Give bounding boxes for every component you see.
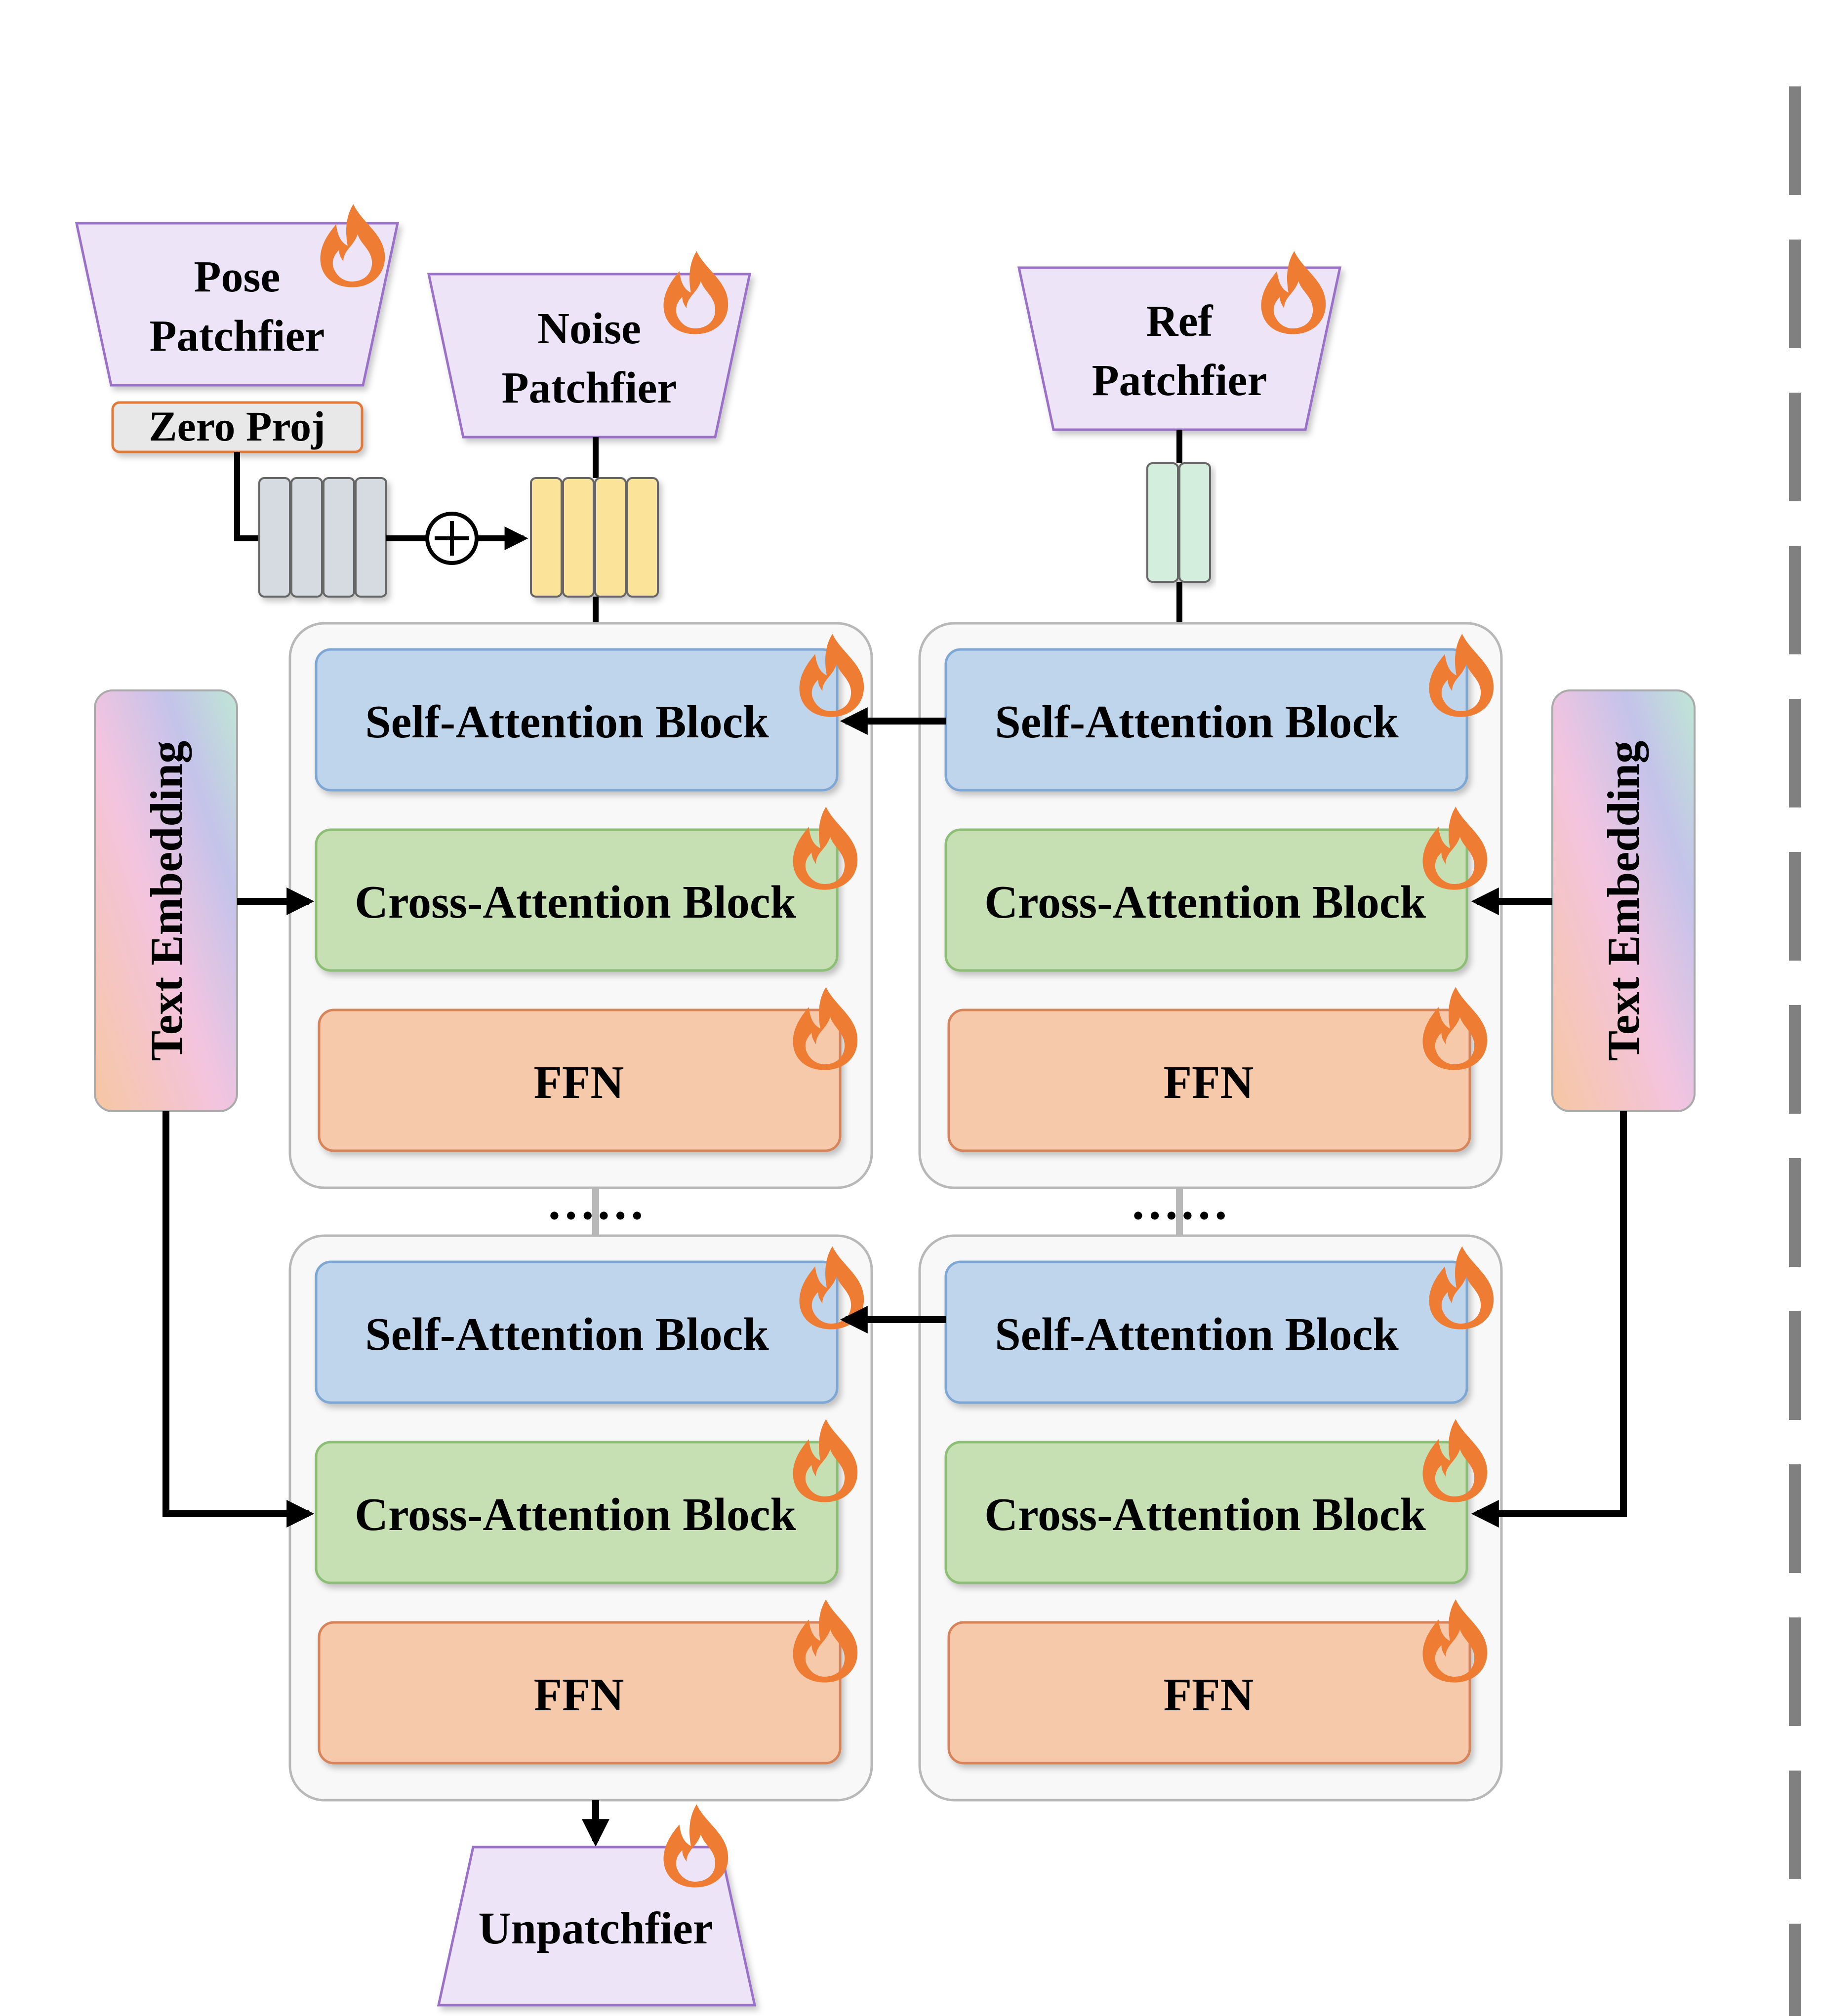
left-lower-self-attention-label: Self-Attention Block <box>365 1309 769 1360</box>
right-upper-self-attention-label: Self-Attention Block <box>995 696 1399 748</box>
right-upper-cross-attention-block: Cross-Attention Block <box>944 806 1488 972</box>
left-lower-self-attention-block: Self-Attention Block <box>315 1246 864 1404</box>
left-ellipsis: …… <box>546 1175 645 1230</box>
right-upper-cross-attention-label: Cross-Attention Block <box>984 877 1426 928</box>
noise-patchifier: Noise Patchfier <box>427 251 752 439</box>
left-lower-ffn-label: FFN <box>534 1669 624 1721</box>
left-upper-ffn-block: FFN <box>318 987 858 1152</box>
left-upper-ffn-label: FFN <box>534 1057 624 1108</box>
right-upper-ffn-label: FFN <box>1164 1057 1254 1108</box>
right-lower-cross-attention-label: Cross-Attention Block <box>984 1489 1426 1540</box>
pose-patchifier: Pose Patchfier <box>75 204 400 387</box>
zero-proj-connector <box>234 452 259 541</box>
ref-patchifier-label-line1: Ref <box>1146 297 1214 346</box>
unpatchifier-label: Unpatchfier <box>478 1903 713 1953</box>
text-embedding-left-label: Text Embedding <box>141 741 192 1061</box>
noise-patchifier-label-line1: Noise <box>537 304 641 353</box>
left-upper-self-attention-label: Self-Attention Block <box>365 696 769 748</box>
noise-patchifier-label-line2: Patchfier <box>502 363 677 412</box>
left-upper-self-attention-block: Self-Attention Block <box>315 634 864 792</box>
right-ellipsis: …… <box>1130 1175 1229 1230</box>
pose-token-sequence <box>258 477 387 598</box>
right-lower-ffn-block: FFN <box>947 1599 1488 1765</box>
zero-proj-label: Zero Proj <box>149 403 325 450</box>
pose-patchifier-label-line2: Patchfier <box>150 312 325 361</box>
unpatchifier: Unpatchfier <box>437 1804 757 2007</box>
text-embedding-left-arrow-lower <box>162 1111 315 1528</box>
right-lower-ffn-label: FFN <box>1164 1669 1254 1721</box>
right-lower-cross-attention-block: Cross-Attention Block <box>944 1419 1488 1584</box>
pose-patchifier-label-line1: Pose <box>194 252 281 301</box>
noise-token-sequence <box>530 477 659 598</box>
left-upper-cross-attention-block: Cross-Attention Block <box>315 806 858 972</box>
text-embedding-right-arrow-lower <box>1471 1111 1627 1528</box>
left-lower-cross-attention-block: Cross-Attention Block <box>315 1419 858 1584</box>
left-lower-cross-attention-label: Cross-Attention Block <box>355 1489 797 1540</box>
left-upper-cross-attention-label: Cross-Attention Block <box>355 877 797 928</box>
right-upper-ffn-block: FFN <box>947 987 1488 1152</box>
ref-patchifier: Ref Patchfier <box>1017 251 1342 431</box>
text-embedding-left: Text Embedding <box>94 689 238 1112</box>
plus-circle-icon <box>425 512 479 565</box>
text-embedding-right-label: Text Embedding <box>1598 741 1649 1061</box>
text-embedding-right: Text Embedding <box>1551 689 1696 1112</box>
zero-proj-box: Zero Proj <box>111 401 364 453</box>
left-lower-ffn-block: FFN <box>318 1599 858 1765</box>
right-lower-self-attention-block: Self-Attention Block <box>944 1246 1494 1404</box>
ref-token-sequence <box>1146 462 1211 583</box>
right-upper-self-attention-block: Self-Attention Block <box>944 634 1494 792</box>
ref-patchifier-label-line2: Patchfier <box>1092 356 1267 405</box>
right-lower-self-attention-label: Self-Attention Block <box>995 1309 1399 1360</box>
